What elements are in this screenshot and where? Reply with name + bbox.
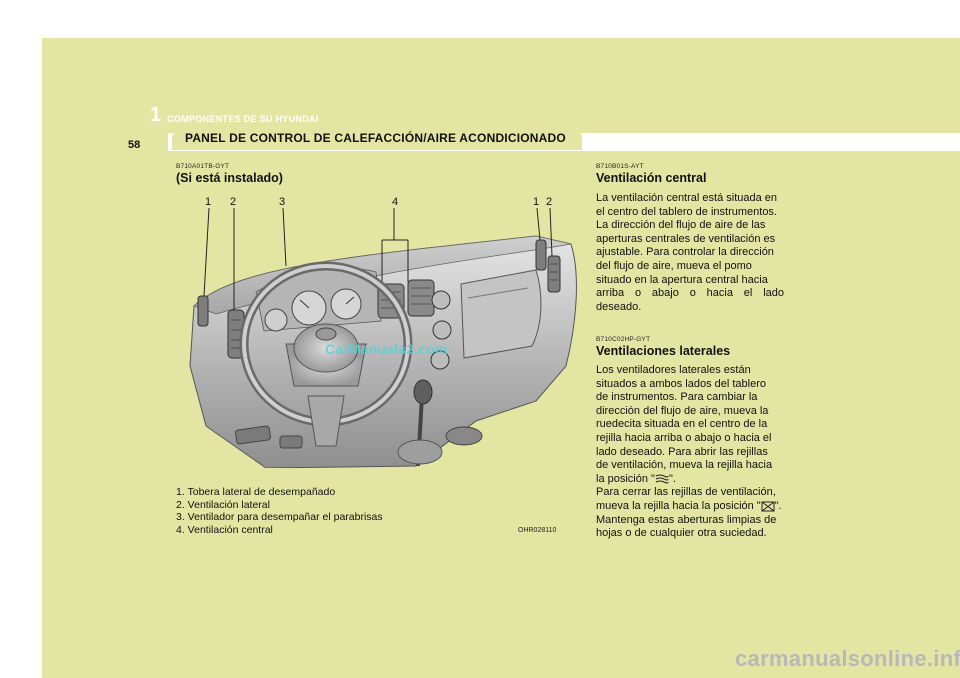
position-open-prefix: la posición " [596, 472, 655, 485]
callout-2-left: 2 [230, 196, 237, 208]
text-line: La dirección del flujo de aire de las [596, 219, 766, 232]
legend-list: 1. Tobera lateral de desempañado 2. Vent… [176, 486, 383, 536]
chapter-number: 1 [150, 104, 162, 126]
text-line: lado deseado. Para abrir las rejillas [596, 445, 768, 458]
chapter-title: COMPONENTES DE SU HYUNDAI [167, 114, 319, 124]
section-tab [172, 128, 582, 150]
chapter-header: 1 COMPONENTES DE SU HYUNDAI [150, 104, 319, 126]
text-line: de ventilación, mueva la rejilla hacia [596, 459, 773, 472]
text-line: ruedecita situada en el centro de la [596, 418, 768, 431]
text-line: mueva la rejilla hacia la posición " ". [596, 500, 784, 514]
text-line: Mantenga estas aberturas limpias de [596, 513, 777, 526]
central-body: La ventilación central está situada en e… [596, 192, 784, 314]
text-line: La ventilación central está situada en [596, 192, 778, 204]
callout-2-right: 2 [546, 196, 553, 208]
text-line: el centro del tablero de instrumentos. [596, 205, 777, 218]
legend-item: 4. Ventilación central [176, 523, 273, 536]
text-line: dirección del flujo de aire, mueva la [596, 404, 769, 417]
lateral-code: B710C02HP-GYT [596, 336, 651, 343]
watermark-text: CarManuals2.com [325, 341, 448, 357]
lateral-heading: Ventilaciones laterales [596, 344, 731, 358]
lateral-body: Los ventiladores laterales están situado… [596, 364, 784, 541]
text-line: del flujo de aire, mueva el pomo [596, 259, 752, 272]
text-line: la posición " ". [596, 473, 784, 487]
position-close-suffix: ". [774, 499, 782, 512]
airflow-open-icon [655, 474, 669, 484]
section-code: B710A01TB-GYT [176, 163, 230, 170]
callout-4: 4 [392, 196, 399, 208]
text-line: rejilla hacia arriba o abajo o hacia el [596, 431, 772, 444]
legend-item: 1. Tobera lateral de desempañado [176, 486, 336, 498]
legend-item: 3. Ventilador para desempañar el parabri… [176, 511, 383, 524]
text-line: hojas o de cualquier otra suciedad. [596, 527, 767, 540]
central-code: B710B01S-AYT [596, 163, 644, 170]
footer-watermark: carmanualsonline.info [735, 646, 960, 671]
central-heading: Ventilación central [596, 171, 707, 185]
position-close-prefix: mueva la rejilla hacia la posición " [596, 499, 761, 512]
page-number-tab [124, 133, 168, 157]
section-heading: (Si está instalado) [176, 171, 283, 185]
position-open-suffix: ". [668, 472, 676, 485]
text-line: Los ventiladores laterales están [596, 364, 751, 376]
callout-3: 3 [279, 196, 286, 208]
text-line: aperturas centrales de ventilación es [596, 232, 776, 245]
text-line: de instrumentos. Para cambiar la [596, 391, 758, 404]
dashboard-illustration [189, 207, 577, 468]
text-line: ajustable. Para controlar la dirección [596, 246, 774, 259]
text-line: arriba o abajo o hacia el lado deseado. [596, 287, 784, 313]
legend-item: 2. Ventilación lateral [176, 498, 270, 511]
text-line: situados a ambos lados del tablero [596, 377, 766, 390]
text-line: situado en la apertura central hacia [596, 273, 768, 286]
callout-1-right: 1 [533, 196, 540, 208]
image-code: OHR028110 [518, 527, 557, 534]
vent-closed-icon [761, 501, 775, 512]
text-line: Para cerrar las rejillas de ventilación, [596, 486, 776, 499]
section-title: PANEL DE CONTROL DE CALEFACCIÓN/AIRE ACO… [185, 131, 566, 145]
page-number: 58 [128, 139, 141, 151]
callout-1-left: 1 [205, 196, 212, 208]
